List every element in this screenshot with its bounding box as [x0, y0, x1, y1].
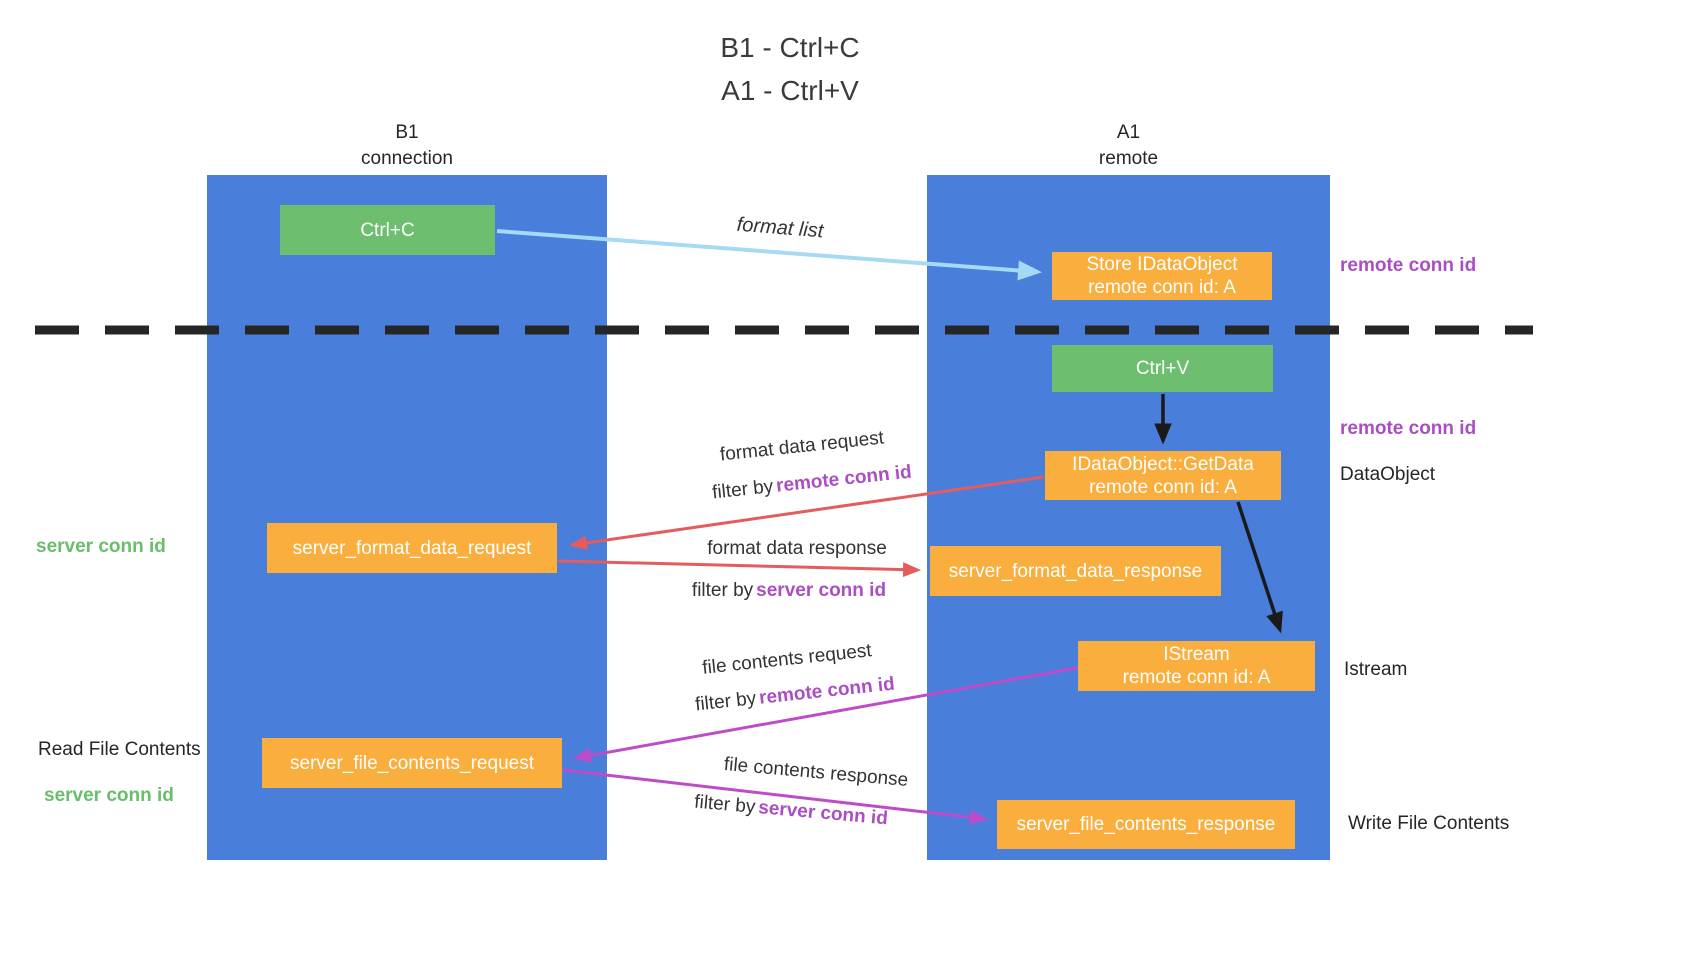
store-idataobject-line1: Store IDataObject	[1086, 254, 1238, 275]
server-conn-id-edge-text-2: server conn id	[757, 797, 889, 830]
ctrl-v-box: Ctrl+V	[1052, 345, 1273, 392]
lane-header-b1: B1 connection	[207, 120, 607, 172]
server-format-data-request-box: server_format_data_request	[267, 523, 557, 573]
filter-by-text-3: filter by	[694, 688, 758, 716]
server-file-contents-request-box: server_file_contents_request	[262, 738, 562, 788]
format-data-response-arrow	[557, 559, 921, 578]
istream-line2: remote conn id: A	[1122, 667, 1271, 688]
format-data-response-edge-label: format data response	[707, 538, 887, 559]
filter-by-text-2: filter by	[691, 580, 754, 601]
istream-box: IStream remote conn id: A	[1078, 641, 1315, 691]
filter-by-remote-conn-id-label-1: filter byremote conn id	[696, 460, 927, 506]
ctrl-c-box: Ctrl+C	[280, 205, 495, 255]
filter-by-text-4: filter by	[693, 791, 757, 818]
filter-by-text-1: filter by	[711, 476, 775, 504]
remote-conn-id-annotation-top: remote conn id	[1340, 255, 1477, 276]
remote-conn-id-edge-text-1: remote conn id	[775, 461, 913, 497]
server-file-contents-response-box: server_file_contents_response	[997, 800, 1295, 849]
read-file-contents-annotation: Read File Contents	[38, 739, 201, 760]
lane-b1-name: B1	[395, 122, 419, 143]
filter-by-remote-conn-id-label-2: filter byremote conn id	[679, 672, 910, 718]
diagram-title-line2: A1 - Ctrl+V	[721, 75, 859, 106]
filter-by-server-conn-id-label-2: filter byserver conn id	[675, 790, 906, 832]
write-file-contents-annotation: Write File Contents	[1348, 813, 1510, 834]
istream-annotation: Istream	[1344, 659, 1408, 680]
lane-b1-subtitle: connection	[361, 148, 453, 169]
remote-conn-id-edge-text-2: remote conn id	[758, 673, 896, 709]
remote-conn-id-annotation-mid: remote conn id	[1340, 418, 1477, 439]
getdata-line1: IDataObject::GetData	[1072, 453, 1254, 475]
store-idataobject-line2: remote conn id: A	[1088, 277, 1236, 298]
server-conn-id-edge-text-1: server conn id	[756, 580, 887, 601]
format-list-edge-label: format list	[735, 213, 825, 243]
server-file-contents-request-label: server_file_contents_request	[290, 752, 534, 774]
file-contents-response-edge-label: file contents response	[723, 753, 910, 792]
ctrl-c-label: Ctrl+C	[360, 219, 415, 241]
diagram-title: B1 - Ctrl+C A1 - Ctrl+V	[440, 26, 1140, 112]
server-format-data-request-label: server_format_data_request	[292, 537, 532, 559]
file-contents-request-edge-label: file contents request	[701, 640, 873, 679]
istream-line1: IStream	[1163, 644, 1230, 665]
ctrl-v-label: Ctrl+V	[1135, 358, 1190, 379]
server-conn-id-annotation-top: server conn id	[36, 536, 166, 557]
lane-a1-name: A1	[1116, 122, 1141, 143]
lane-a1-subtitle: remote	[1098, 148, 1159, 169]
server-conn-id-annotation-bottom: server conn id	[44, 785, 174, 806]
getdata-box: IDataObject::GetData remote conn id: A	[1045, 451, 1281, 500]
server-file-contents-response-label: server_file_contents_response	[1016, 814, 1276, 835]
server-format-data-response-label: server_format_data_response	[948, 560, 1203, 582]
server-format-data-response-box: server_format_data_response	[930, 546, 1221, 596]
lane-header-a1: A1 remote	[927, 120, 1330, 172]
getdata-line2: remote conn id: A	[1089, 476, 1237, 498]
dataobject-annotation: DataObject	[1340, 464, 1436, 485]
format-data-request-edge-label: format data request	[718, 427, 885, 466]
diagram-title-line1: B1 - Ctrl+C	[720, 32, 860, 63]
store-idataobject-box: Store IDataObject remote conn id: A	[1052, 252, 1272, 300]
